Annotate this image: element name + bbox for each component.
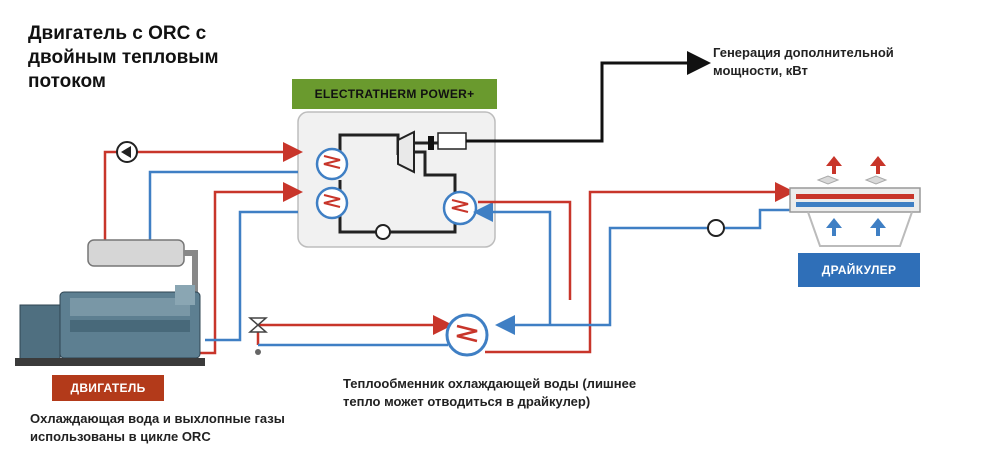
engine-label: ДВИГАТЕЛЬ bbox=[52, 375, 164, 401]
three-way-valve-icon bbox=[248, 317, 268, 355]
cold-line bbox=[205, 210, 298, 342]
orc-unit-label: ELECTRATHERM POWER+ bbox=[292, 79, 497, 109]
heat-exchanger-icon bbox=[315, 186, 349, 220]
page-title: Двигатель с ORC с двойным тепловым поток… bbox=[28, 23, 219, 92]
pump-icon bbox=[707, 219, 725, 237]
drycooler-label: ДРАЙКУЛЕР bbox=[798, 253, 920, 287]
orc-pump-icon bbox=[375, 224, 391, 240]
hot-line bbox=[485, 182, 795, 354]
hot-line bbox=[103, 142, 303, 240]
exhaust-muffler-icon bbox=[87, 239, 198, 295]
engine-icon bbox=[15, 285, 205, 366]
heat-exchanger-caption: Теплообменник охлаждающей воды (лишнее т… bbox=[343, 376, 637, 409]
turbine-icon bbox=[397, 130, 415, 174]
cold-line bbox=[148, 170, 298, 240]
generator-icon bbox=[437, 132, 467, 150]
hot-line bbox=[478, 200, 572, 300]
cold-line bbox=[473, 202, 552, 325]
power-output-arrow bbox=[466, 51, 711, 143]
cooling-water-heat-exchanger-icon bbox=[445, 313, 489, 357]
hot-line bbox=[256, 315, 453, 345]
engine-caption: Охлаждающая вода и выхлопные газы исполь… bbox=[30, 411, 285, 444]
heat-exchanger-icon bbox=[442, 190, 478, 226]
generation-label: Генерация дополнительной мощности, кВт bbox=[713, 45, 894, 78]
cold-line bbox=[495, 208, 790, 335]
heat-exchanger-icon bbox=[315, 147, 349, 181]
drycooler-icon bbox=[789, 156, 921, 247]
hot-line bbox=[200, 182, 303, 355]
pump-icon bbox=[116, 141, 138, 163]
